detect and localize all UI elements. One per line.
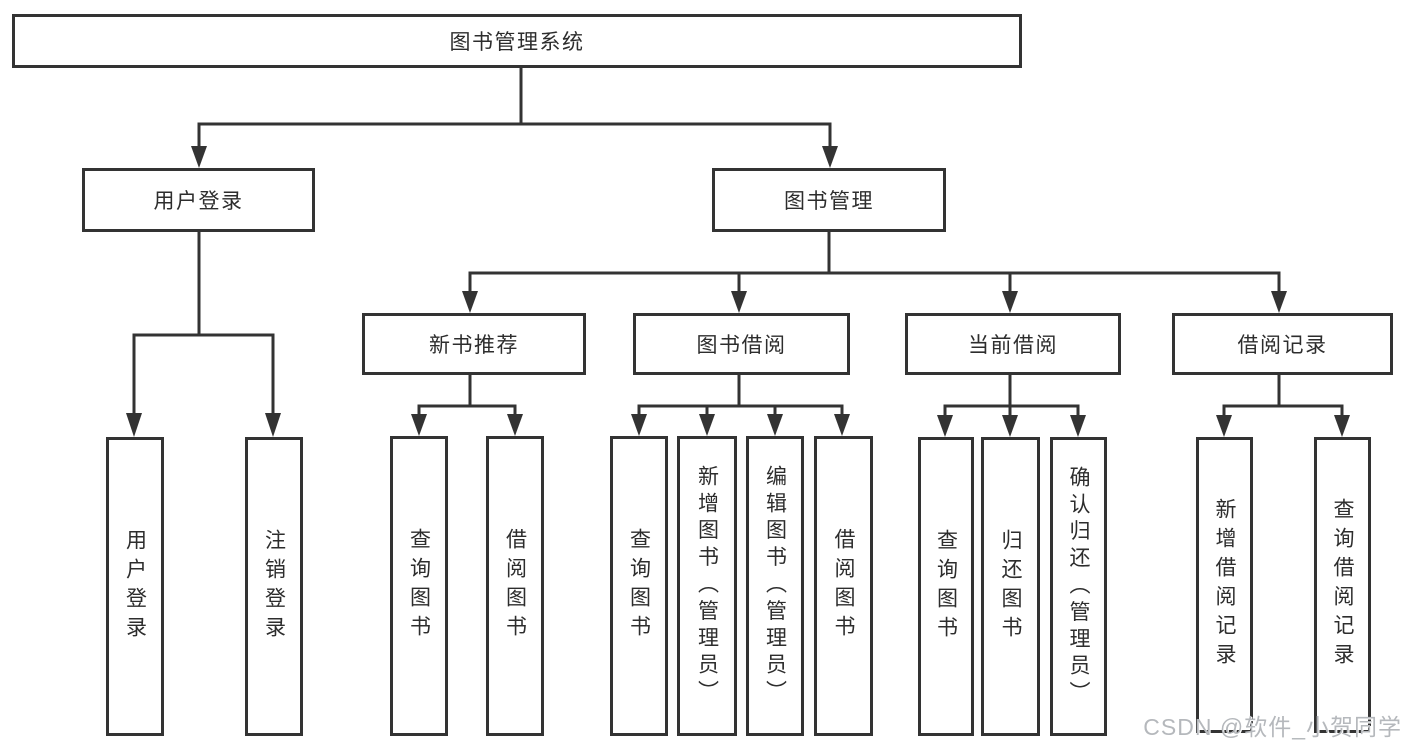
arrowhead <box>1002 415 1018 437</box>
leaf-current-query-book: 查询图书 <box>918 437 974 736</box>
node-book-borrow: 图书借阅 <box>633 313 850 375</box>
leaf-borrow-query-book: 查询图书 <box>610 436 668 736</box>
leaf-user-login: 用户登录 <box>106 437 164 736</box>
arrowhead <box>126 413 142 437</box>
arrowhead <box>191 146 207 168</box>
arrowhead <box>822 146 838 168</box>
leaf-recommend-query-book: 查询图书 <box>390 436 448 736</box>
node-user-login: 用户登录 <box>82 168 315 232</box>
arrowhead <box>411 414 427 436</box>
arrowhead <box>1271 291 1287 313</box>
arrowhead <box>1002 291 1018 313</box>
arrowhead <box>631 414 647 436</box>
node-borrow-records: 借阅记录 <box>1172 313 1393 375</box>
leaf-borrow-borrow-book: 借阅图书 <box>814 436 873 736</box>
arrowhead <box>699 414 715 436</box>
arrowhead <box>937 415 953 437</box>
leaf-current-return-book: 归还图书 <box>981 437 1040 736</box>
leaf-borrow-edit-book-admin: 编辑图书（管理员） <box>746 436 804 736</box>
leaf-records-add-record: 新增借阅记录 <box>1196 437 1253 733</box>
node-root: 图书管理系统 <box>12 14 1022 68</box>
arrowhead <box>462 291 478 313</box>
watermark-text: CSDN @软件_小贺同学 <box>1143 714 1402 740</box>
node-new-book-recommend: 新书推荐 <box>362 313 586 375</box>
arrowhead <box>265 413 281 437</box>
leaf-borrow-add-book-admin: 新增图书（管理员） <box>677 436 737 736</box>
leaf-logout: 注销登录 <box>245 437 303 736</box>
leaf-recommend-borrow-book: 借阅图书 <box>486 436 544 736</box>
arrowhead <box>731 291 747 313</box>
node-book-management: 图书管理 <box>712 168 946 232</box>
arrowhead <box>1334 415 1350 437</box>
arrowhead <box>1070 415 1086 437</box>
node-current-borrow: 当前借阅 <box>905 313 1121 375</box>
arrowhead <box>1216 415 1232 437</box>
leaf-current-confirm-return-admin: 确认归还（管理员） <box>1050 437 1107 736</box>
arrowhead <box>767 414 783 436</box>
arrowhead <box>834 414 850 436</box>
arrowhead <box>507 414 523 436</box>
leaf-records-query-record: 查询借阅记录 <box>1314 437 1371 733</box>
